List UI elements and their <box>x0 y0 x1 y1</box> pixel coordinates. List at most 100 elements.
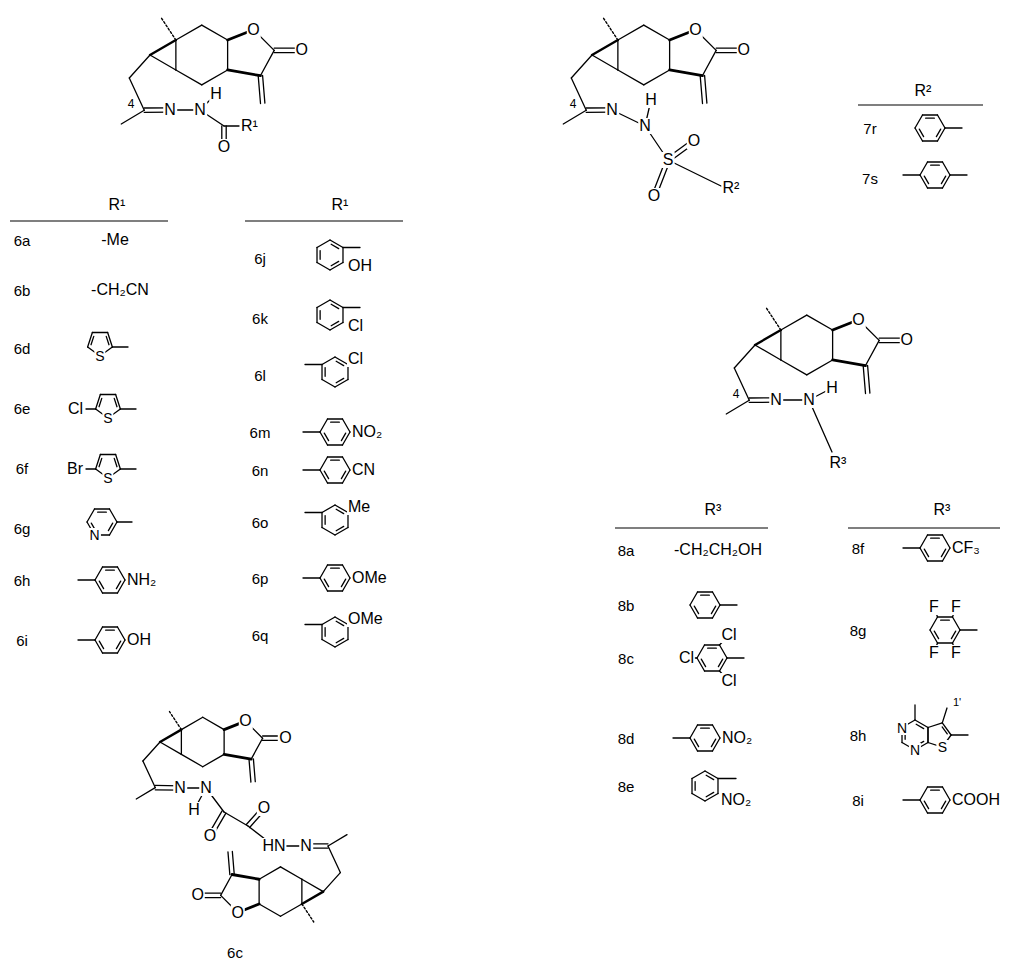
bond-line <box>807 360 833 375</box>
bond-line <box>903 547 920 548</box>
bond-line <box>915 720 928 728</box>
bond-line <box>175 40 176 70</box>
atom-label: N <box>909 743 921 757</box>
bond-line <box>336 378 344 382</box>
bond-line <box>673 737 690 738</box>
bond-line <box>343 578 351 591</box>
bond-line <box>903 174 920 175</box>
bond-line <box>303 431 320 432</box>
atom-label: Br <box>66 461 84 477</box>
bond-line <box>701 594 710 595</box>
bond-line <box>116 581 120 589</box>
bond-line <box>303 577 320 578</box>
bond-line <box>943 787 951 800</box>
atom-label: O <box>647 188 661 204</box>
bond-line <box>727 657 744 658</box>
atom-label: F <box>950 599 962 615</box>
bond-line <box>322 528 335 536</box>
compound-number: 6p <box>251 571 270 586</box>
atom-label: N <box>199 780 213 796</box>
bond-line <box>705 644 720 645</box>
atom-label: O <box>688 22 702 38</box>
bond-line <box>328 444 343 445</box>
bond-line <box>317 240 330 248</box>
compound-number: 6h <box>13 573 32 588</box>
bond-line <box>181 754 202 766</box>
bond-line <box>718 659 722 667</box>
atom-label: H <box>644 92 658 108</box>
bond-line <box>914 705 915 720</box>
bond-line <box>317 300 330 308</box>
bond-line <box>903 799 920 800</box>
bond-line <box>103 566 118 567</box>
bond-line <box>330 323 343 331</box>
bond-line <box>734 345 755 368</box>
atom-label: F <box>928 599 940 615</box>
compound-number: 6f <box>15 461 30 476</box>
bond-line <box>86 408 96 409</box>
bond-line <box>86 468 96 469</box>
bond-line <box>920 535 928 548</box>
atom-label: R¹ <box>331 197 350 213</box>
atom-label: CN <box>351 462 376 478</box>
atom-label: COOH <box>951 792 1001 808</box>
bond-line <box>228 852 230 875</box>
bond-line <box>705 670 720 671</box>
bond-line <box>942 723 951 735</box>
bond-line <box>317 263 330 271</box>
bond-line <box>160 742 181 754</box>
bond-line <box>563 110 586 124</box>
bond-line <box>336 638 344 642</box>
atom-label: -CH₂CH₂OH <box>673 542 763 558</box>
bond-line <box>305 512 322 513</box>
bond-line <box>343 419 351 432</box>
bond-line <box>160 730 181 742</box>
bond-line <box>697 658 705 671</box>
atom-label: N <box>299 838 313 854</box>
bond-line <box>324 471 328 479</box>
bond-line <box>110 509 118 522</box>
bond-line <box>924 549 928 557</box>
bond-line <box>781 315 807 330</box>
bond-line <box>705 76 707 104</box>
bond-line <box>571 55 592 78</box>
bond-line <box>336 526 344 530</box>
bond-line <box>336 509 344 513</box>
atom-label: NH₂ <box>126 572 157 588</box>
bond-line <box>694 739 698 747</box>
bond-line <box>258 879 259 904</box>
table-rule <box>858 104 983 105</box>
bond-line <box>915 128 923 141</box>
atom-label: O <box>257 800 271 816</box>
bond-line <box>700 76 702 104</box>
bond-line <box>302 879 323 891</box>
bond-line <box>301 879 302 904</box>
bond-line <box>322 617 335 625</box>
bond-line <box>941 176 945 184</box>
locant-number: 4 <box>127 98 136 110</box>
bond-line <box>228 70 261 76</box>
bond-line <box>253 759 255 782</box>
compound-number: 8h <box>849 728 868 743</box>
atom-label: O <box>238 713 252 729</box>
compound-number: 7r <box>862 121 877 136</box>
bond-line <box>316 248 317 263</box>
bond-line <box>118 580 126 593</box>
bond-line <box>928 812 943 813</box>
atom-label: N <box>896 721 908 735</box>
bond-line <box>281 904 302 916</box>
bond-line <box>926 117 935 118</box>
bond-line <box>690 592 698 605</box>
bond-line <box>920 800 928 813</box>
table-rule <box>615 527 768 528</box>
atom-label: NO₂ <box>721 730 753 746</box>
bond-line <box>95 580 103 593</box>
atom-label: CF₃ <box>951 540 981 556</box>
bond-line <box>690 605 698 618</box>
bond-line <box>258 76 260 104</box>
bond-line <box>232 852 234 875</box>
atom-label: S <box>102 411 113 425</box>
atom-label: Cl <box>678 650 695 666</box>
atom-label: N <box>88 528 100 542</box>
